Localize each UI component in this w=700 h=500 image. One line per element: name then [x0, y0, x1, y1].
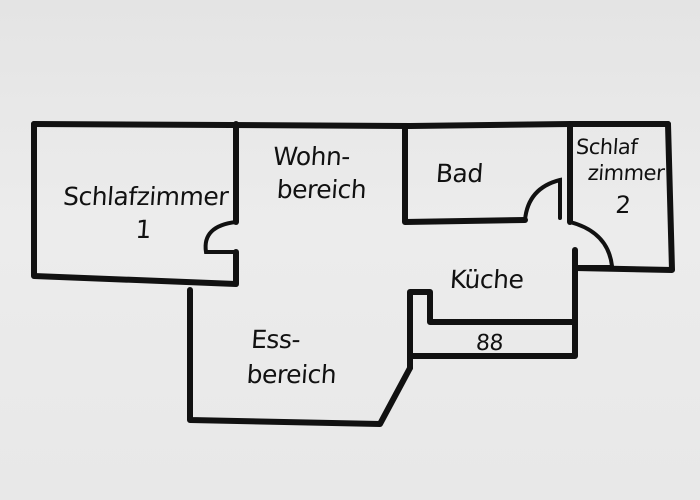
essbereich-line2: bereich [245, 360, 338, 389]
wall-left-bedroom1 [31, 121, 239, 287]
wall-bad [402, 123, 528, 225]
room-label-wohnbereich: Wohn- bereich [268, 142, 370, 204]
door-bedroom2 [568, 220, 614, 268]
room-name-schlafzimmer-1: Schlafzimmer [62, 182, 230, 211]
wall-top [31, 121, 671, 129]
stove-label: 88 [475, 330, 504, 357]
room-label-schlafzimmer-1: Schlafzimmer 1 [50, 182, 239, 244]
wohnbereich-line2: bereich [275, 175, 368, 204]
essbereich-line1: Ess- [250, 325, 302, 354]
schlafzimmer-2-line1: Schlaf [575, 135, 639, 159]
wall-kueche-counter [407, 289, 578, 371]
room-label-bad: Bad [434, 159, 484, 188]
wall-kueche-right [572, 265, 613, 325]
room-number-1: 1 [134, 215, 153, 244]
schlafzimmer-2-line2: zimmer [587, 161, 666, 185]
room-name-kueche: Küche [448, 265, 525, 294]
room-label-kueche: Küche [448, 265, 525, 294]
stove-burners: 88 [475, 331, 504, 356]
room-label-essbereich: Ess- bereich [245, 325, 340, 389]
door-bad [523, 177, 562, 222]
room-number-2: 2 [614, 191, 632, 219]
door-bedroom1 [203, 220, 238, 254]
wohnbereich-line1: Wohn- [272, 142, 351, 171]
wall-right-bedroom2 [572, 121, 675, 273]
room-label-schlafzimmer-2: Schlaf zimmer 2 [571, 134, 669, 219]
room-name-bad: Bad [434, 159, 484, 188]
